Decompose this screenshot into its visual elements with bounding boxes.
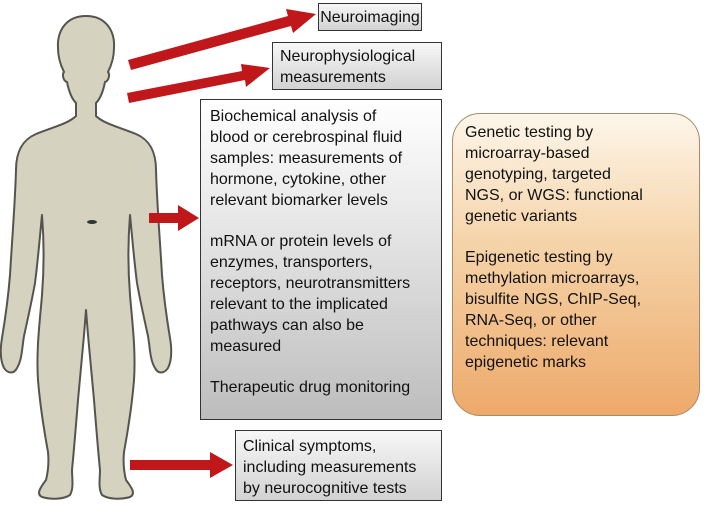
drug-monitoring-text: Therapeutic drug monitoring <box>210 379 411 396</box>
neurophysiological-box: Neurophysiological measurements <box>272 42 442 90</box>
clinical-symptoms-label: Clinical symptoms, including measurement… <box>243 438 417 497</box>
neurophysiological-label: Neurophysiological measurements <box>280 48 416 86</box>
genetic-testing-box: Genetic testing by microarray-based geno… <box>452 113 700 416</box>
body-outline <box>0 15 173 500</box>
navel-mark <box>87 220 97 224</box>
clinical-symptoms-box: Clinical symptoms, including measurement… <box>235 430 442 501</box>
arrow-clinical <box>130 452 233 478</box>
biochemical-analysis-box: Biochemical analysis of blood or cerebro… <box>200 99 442 420</box>
biochemical-analysis-text: Biochemical analysis of blood or cerebro… <box>210 108 403 209</box>
genetic-testing-text: Genetic testing by microarray-based geno… <box>465 124 643 225</box>
arrow-neuroimaging <box>128 9 316 70</box>
mrna-protein-levels-text: mRNA or protein levels of enzymes, trans… <box>210 233 411 355</box>
epigenetic-testing-text: Epigenetic testing by methylation microa… <box>465 249 642 371</box>
neuroimaging-box: Neuroimaging <box>318 3 422 31</box>
human-body-figure <box>0 15 173 500</box>
arrow-biochemical <box>149 205 199 231</box>
neuroimaging-label: Neuroimaging <box>320 9 420 26</box>
arrow-neurophysiological <box>127 64 270 103</box>
